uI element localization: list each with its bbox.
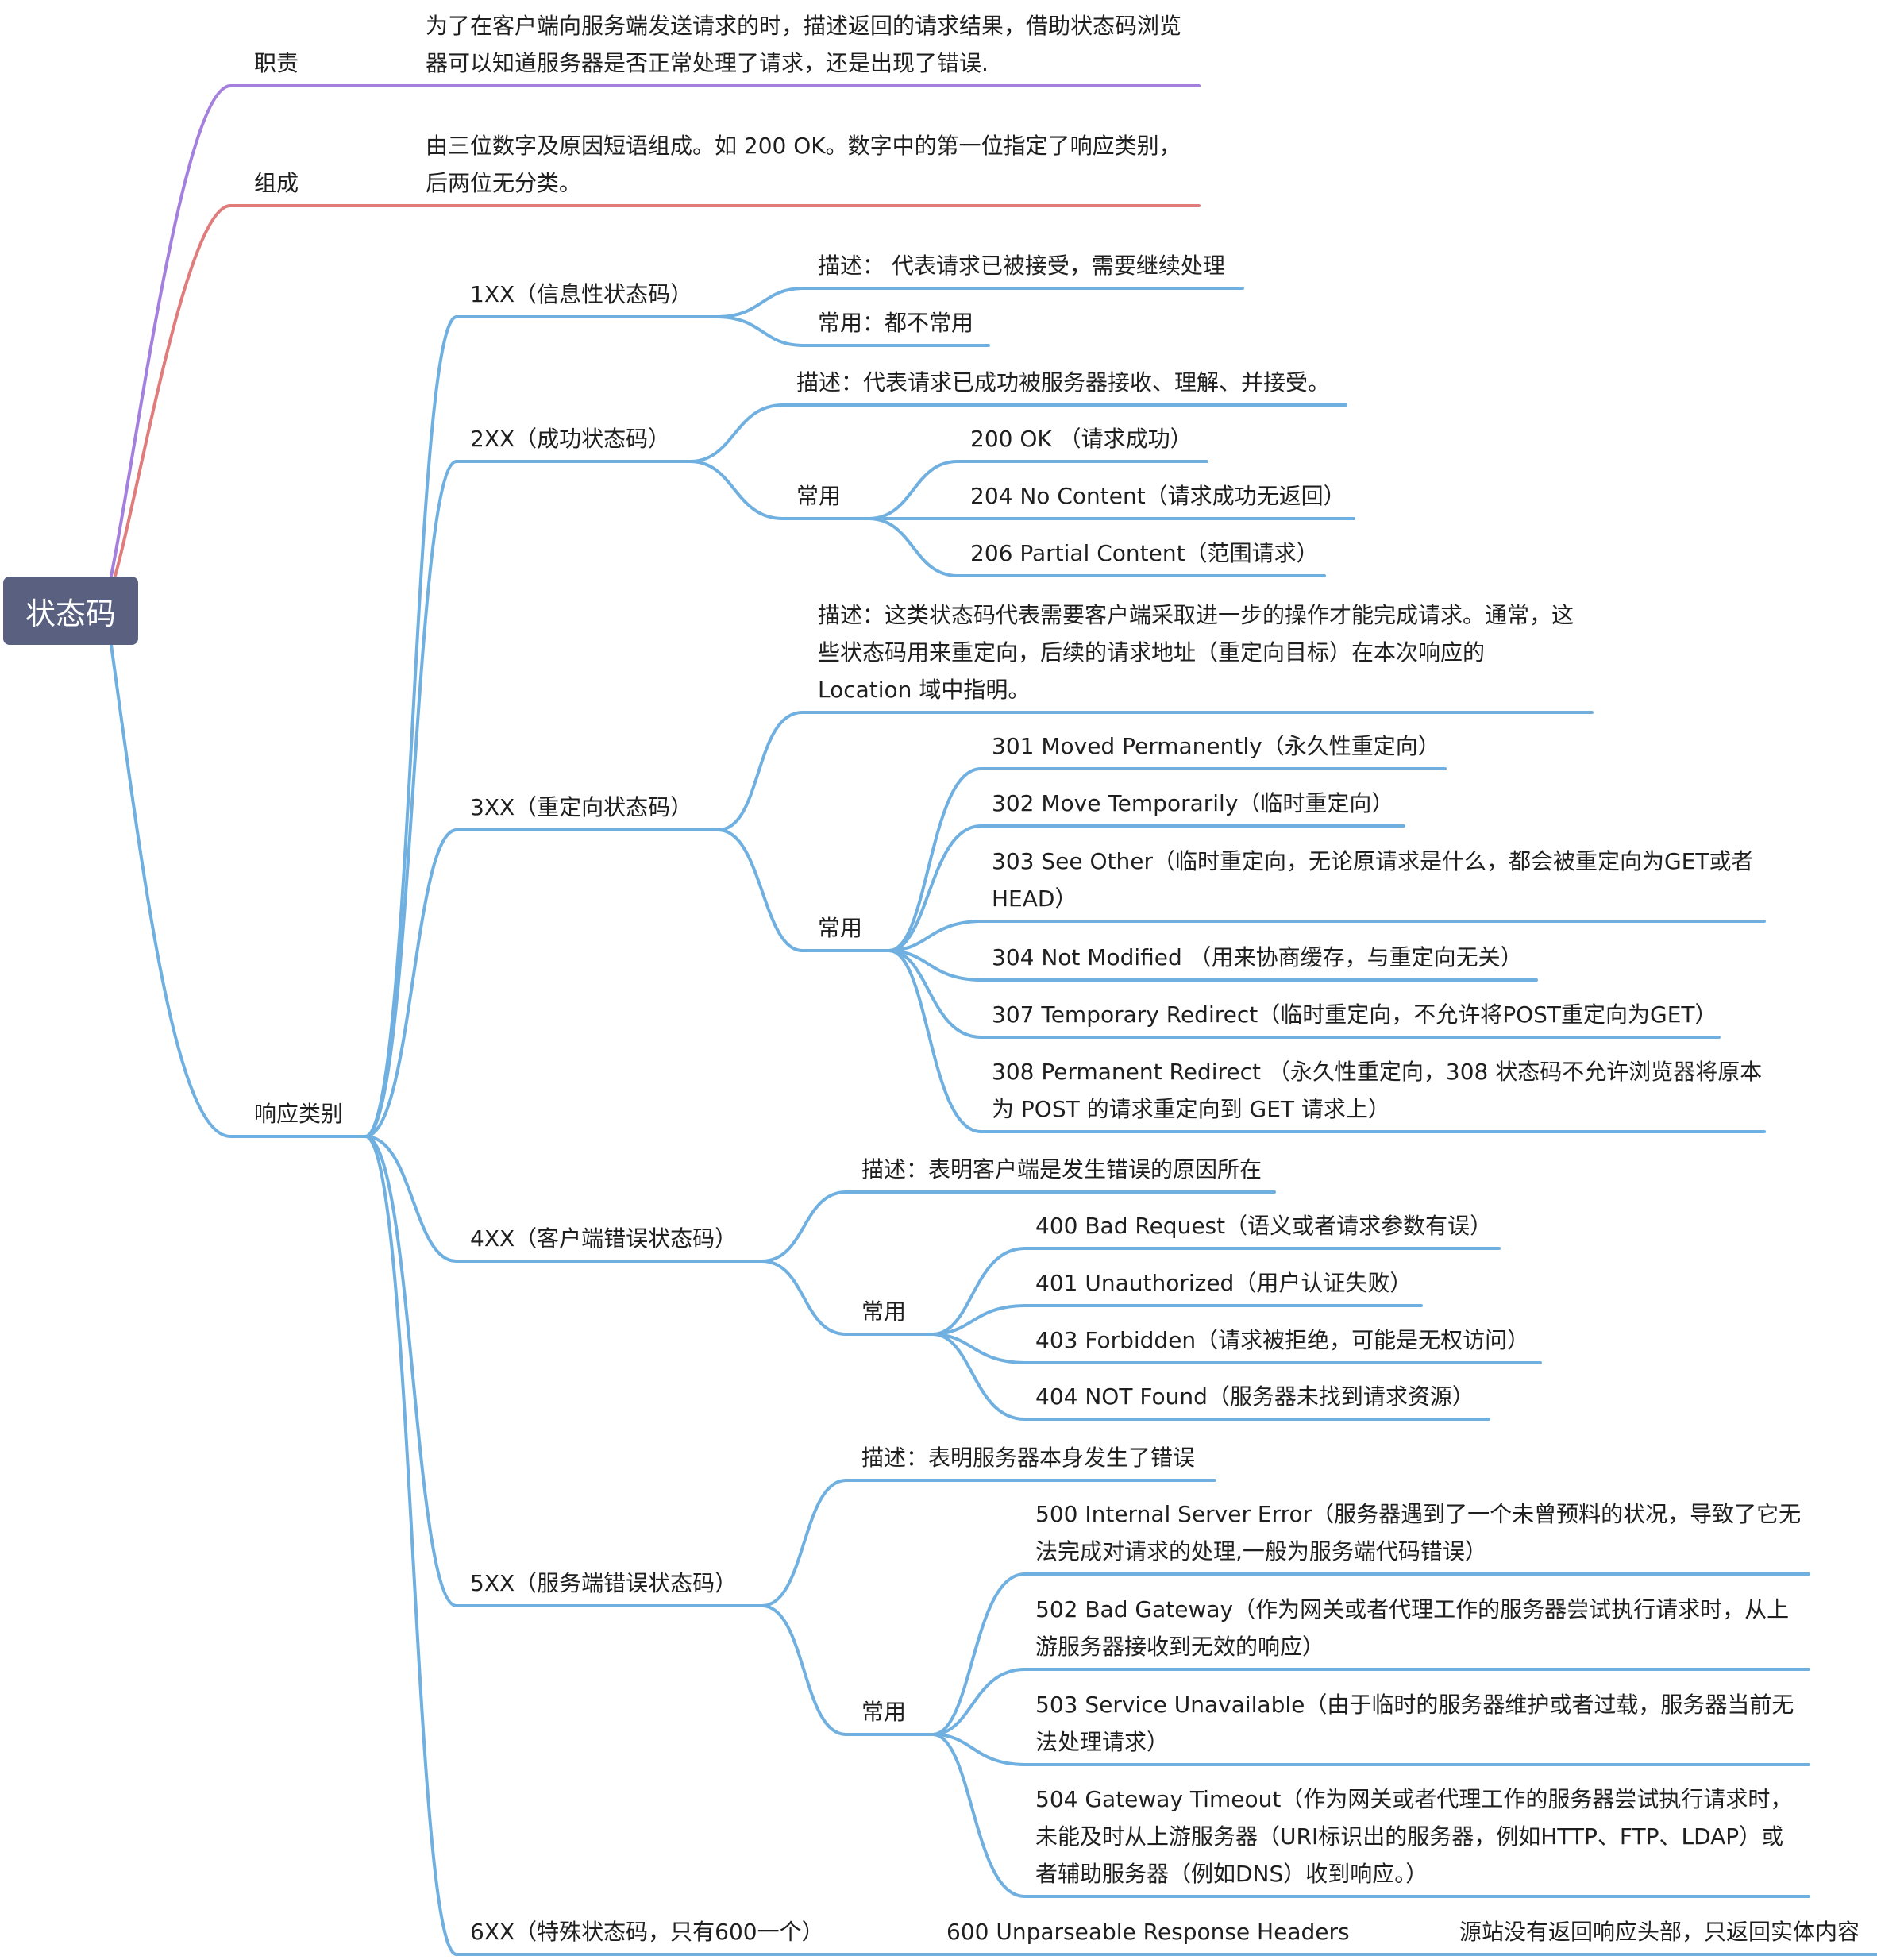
c4-item-403: 403 Forbidden（请求被拒绝，可能是无权访问） xyxy=(1035,1327,1530,1353)
c5-desc: 描述：表明服务器本身发生了错误 xyxy=(861,1445,1196,1471)
c1-common: 常用：都不常用 xyxy=(818,310,974,336)
c4-common[interactable]: 常用 xyxy=(861,1298,907,1325)
c2-desc: 描述：代表请求已成功被服务器接收、理解、并接受。 xyxy=(796,369,1331,395)
c3-item-308-line2: 为 POST 的请求重定向到 GET 请求上） xyxy=(992,1096,1390,1122)
c4-desc: 描述：表明客户端是发生错误的原因所在 xyxy=(861,1156,1262,1183)
c3-desc-line1: 描述：这类状态码代表需要客户端采取进一步的操作才能完成请求。通常，这 xyxy=(818,602,1574,628)
c1-desc: 描述： 代表请求已被接受，需要继续处理 xyxy=(818,253,1225,279)
c6-item-600: 600 Unparseable Response Headers xyxy=(946,1919,1350,1945)
composition-text-line1: 由三位数字及原因短语组成。如 200 OK。数字中的第一位指定了响应类别， xyxy=(426,133,1181,159)
c3-connectors xyxy=(717,711,1766,1133)
branch-composition-connector xyxy=(114,204,1201,577)
c3-desc-line2: 些状态码用来重定向，后续的请求地址（重定向目标）在本次响应的 xyxy=(818,639,1486,666)
c5-item-500-line1: 500 Internal Server Error（服务器遇到了一个未曾预料的状… xyxy=(1035,1501,1802,1527)
duty-text-line2: 器可以知道服务器是否正常处理了请求，还是出现了错误. xyxy=(426,50,989,76)
c5-item-502-line2: 游服务器接收到无效的响应） xyxy=(1035,1634,1325,1660)
branch-categories-connector xyxy=(110,643,367,1138)
c6-label[interactable]: 6XX（特殊状态码，只有600一个） xyxy=(470,1919,824,1945)
root-node[interactable]: 状态码 xyxy=(3,577,138,645)
branch-duty-connector xyxy=(110,84,1201,577)
c3-item-303-line2: HEAD） xyxy=(992,885,1077,912)
c3-item-301: 301 Moved Permanently（永久性重定向） xyxy=(992,733,1440,759)
c3-item-308-line1: 308 Permanent Redirect （永久性重定向，308 状态码不允… xyxy=(992,1059,1763,1085)
c5-item-503-line2: 法处理请求） xyxy=(1035,1729,1170,1755)
c4-item-400: 400 Bad Request（语义或者请求参数有误） xyxy=(1035,1213,1493,1239)
composition-label[interactable]: 组成 xyxy=(254,170,299,196)
c2-connectors xyxy=(689,403,1355,577)
c5-item-504-line2: 未能及时从上游服务器（URI标识出的服务器，例如HTTP、FTP、LDAP）或 xyxy=(1035,1823,1784,1850)
categories-label[interactable]: 响应类别 xyxy=(254,1101,344,1127)
duty-text-line1: 为了在客户端向服务端发送请求的时，描述返回的请求结果，借助状态码浏览 xyxy=(426,13,1182,39)
c5-item-504-line3: 者辅助服务器（例如DNS）收到响应。） xyxy=(1035,1861,1428,1887)
c2-label[interactable]: 2XX（成功状态码） xyxy=(470,426,671,452)
c5-common[interactable]: 常用 xyxy=(861,1699,907,1725)
c3-item-307: 307 Temporary Redirect（临时重定向，不允许将POST重定向… xyxy=(992,1001,1717,1028)
c1-label[interactable]: 1XX（信息性状态码） xyxy=(470,281,693,307)
duty-label[interactable]: 职责 xyxy=(254,50,299,76)
c5-item-502-line1: 502 Bad Gateway（作为网关或者代理工作的服务器尝试执行请求时，从上 xyxy=(1035,1596,1790,1622)
c5-item-503-line1: 503 Service Unavailable（由于临时的服务器维护或者过载，服… xyxy=(1035,1692,1794,1718)
c2-common[interactable]: 常用 xyxy=(796,483,842,509)
c4-label[interactable]: 4XX（客户端错误状态码） xyxy=(470,1225,738,1252)
c6-note: 源站没有返回响应头部，只返回实体内容 xyxy=(1459,1919,1860,1945)
c2-item-206: 206 Partial Content（范围请求） xyxy=(970,540,1319,566)
c4-item-404: 404 NOT Found（服务器未找到请求资源） xyxy=(1035,1383,1474,1410)
c2-item-204: 204 No Content（请求成功无返回） xyxy=(970,483,1346,509)
c3-item-304: 304 Not Modified （用来协商缓存，与重定向无关） xyxy=(992,944,1523,970)
c3-item-302: 302 Move Temporarily（临时重定向） xyxy=(992,790,1394,816)
composition-text-line2: 后两位无分类。 xyxy=(426,170,582,196)
c3-item-303-line1: 303 See Other（临时重定向，无论原请求是什么，都会被重定向为GET或… xyxy=(992,848,1754,874)
c4-connectors xyxy=(761,1190,1542,1421)
c1-connectors xyxy=(717,287,1244,347)
c5-label[interactable]: 5XX（服务端错误状态码） xyxy=(470,1570,738,1596)
c4-item-401: 401 Unauthorized（用户认证失败） xyxy=(1035,1270,1413,1296)
c5-connectors xyxy=(761,1479,1810,1898)
c3-label[interactable]: 3XX（重定向状态码） xyxy=(470,794,693,820)
c5-item-500-line2: 法完成对请求的处理,一般为服务端代码错误） xyxy=(1035,1538,1487,1565)
c3-common[interactable]: 常用 xyxy=(818,915,863,941)
c5-item-504-line1: 504 Gateway Timeout（作为网关或者代理工作的服务器尝试执行请求… xyxy=(1035,1786,1793,1812)
category-connectors xyxy=(364,315,1877,1956)
c2-item-200: 200 OK （请求成功） xyxy=(970,426,1193,452)
c3-desc-line3: Location 域中指明。 xyxy=(818,677,1031,703)
